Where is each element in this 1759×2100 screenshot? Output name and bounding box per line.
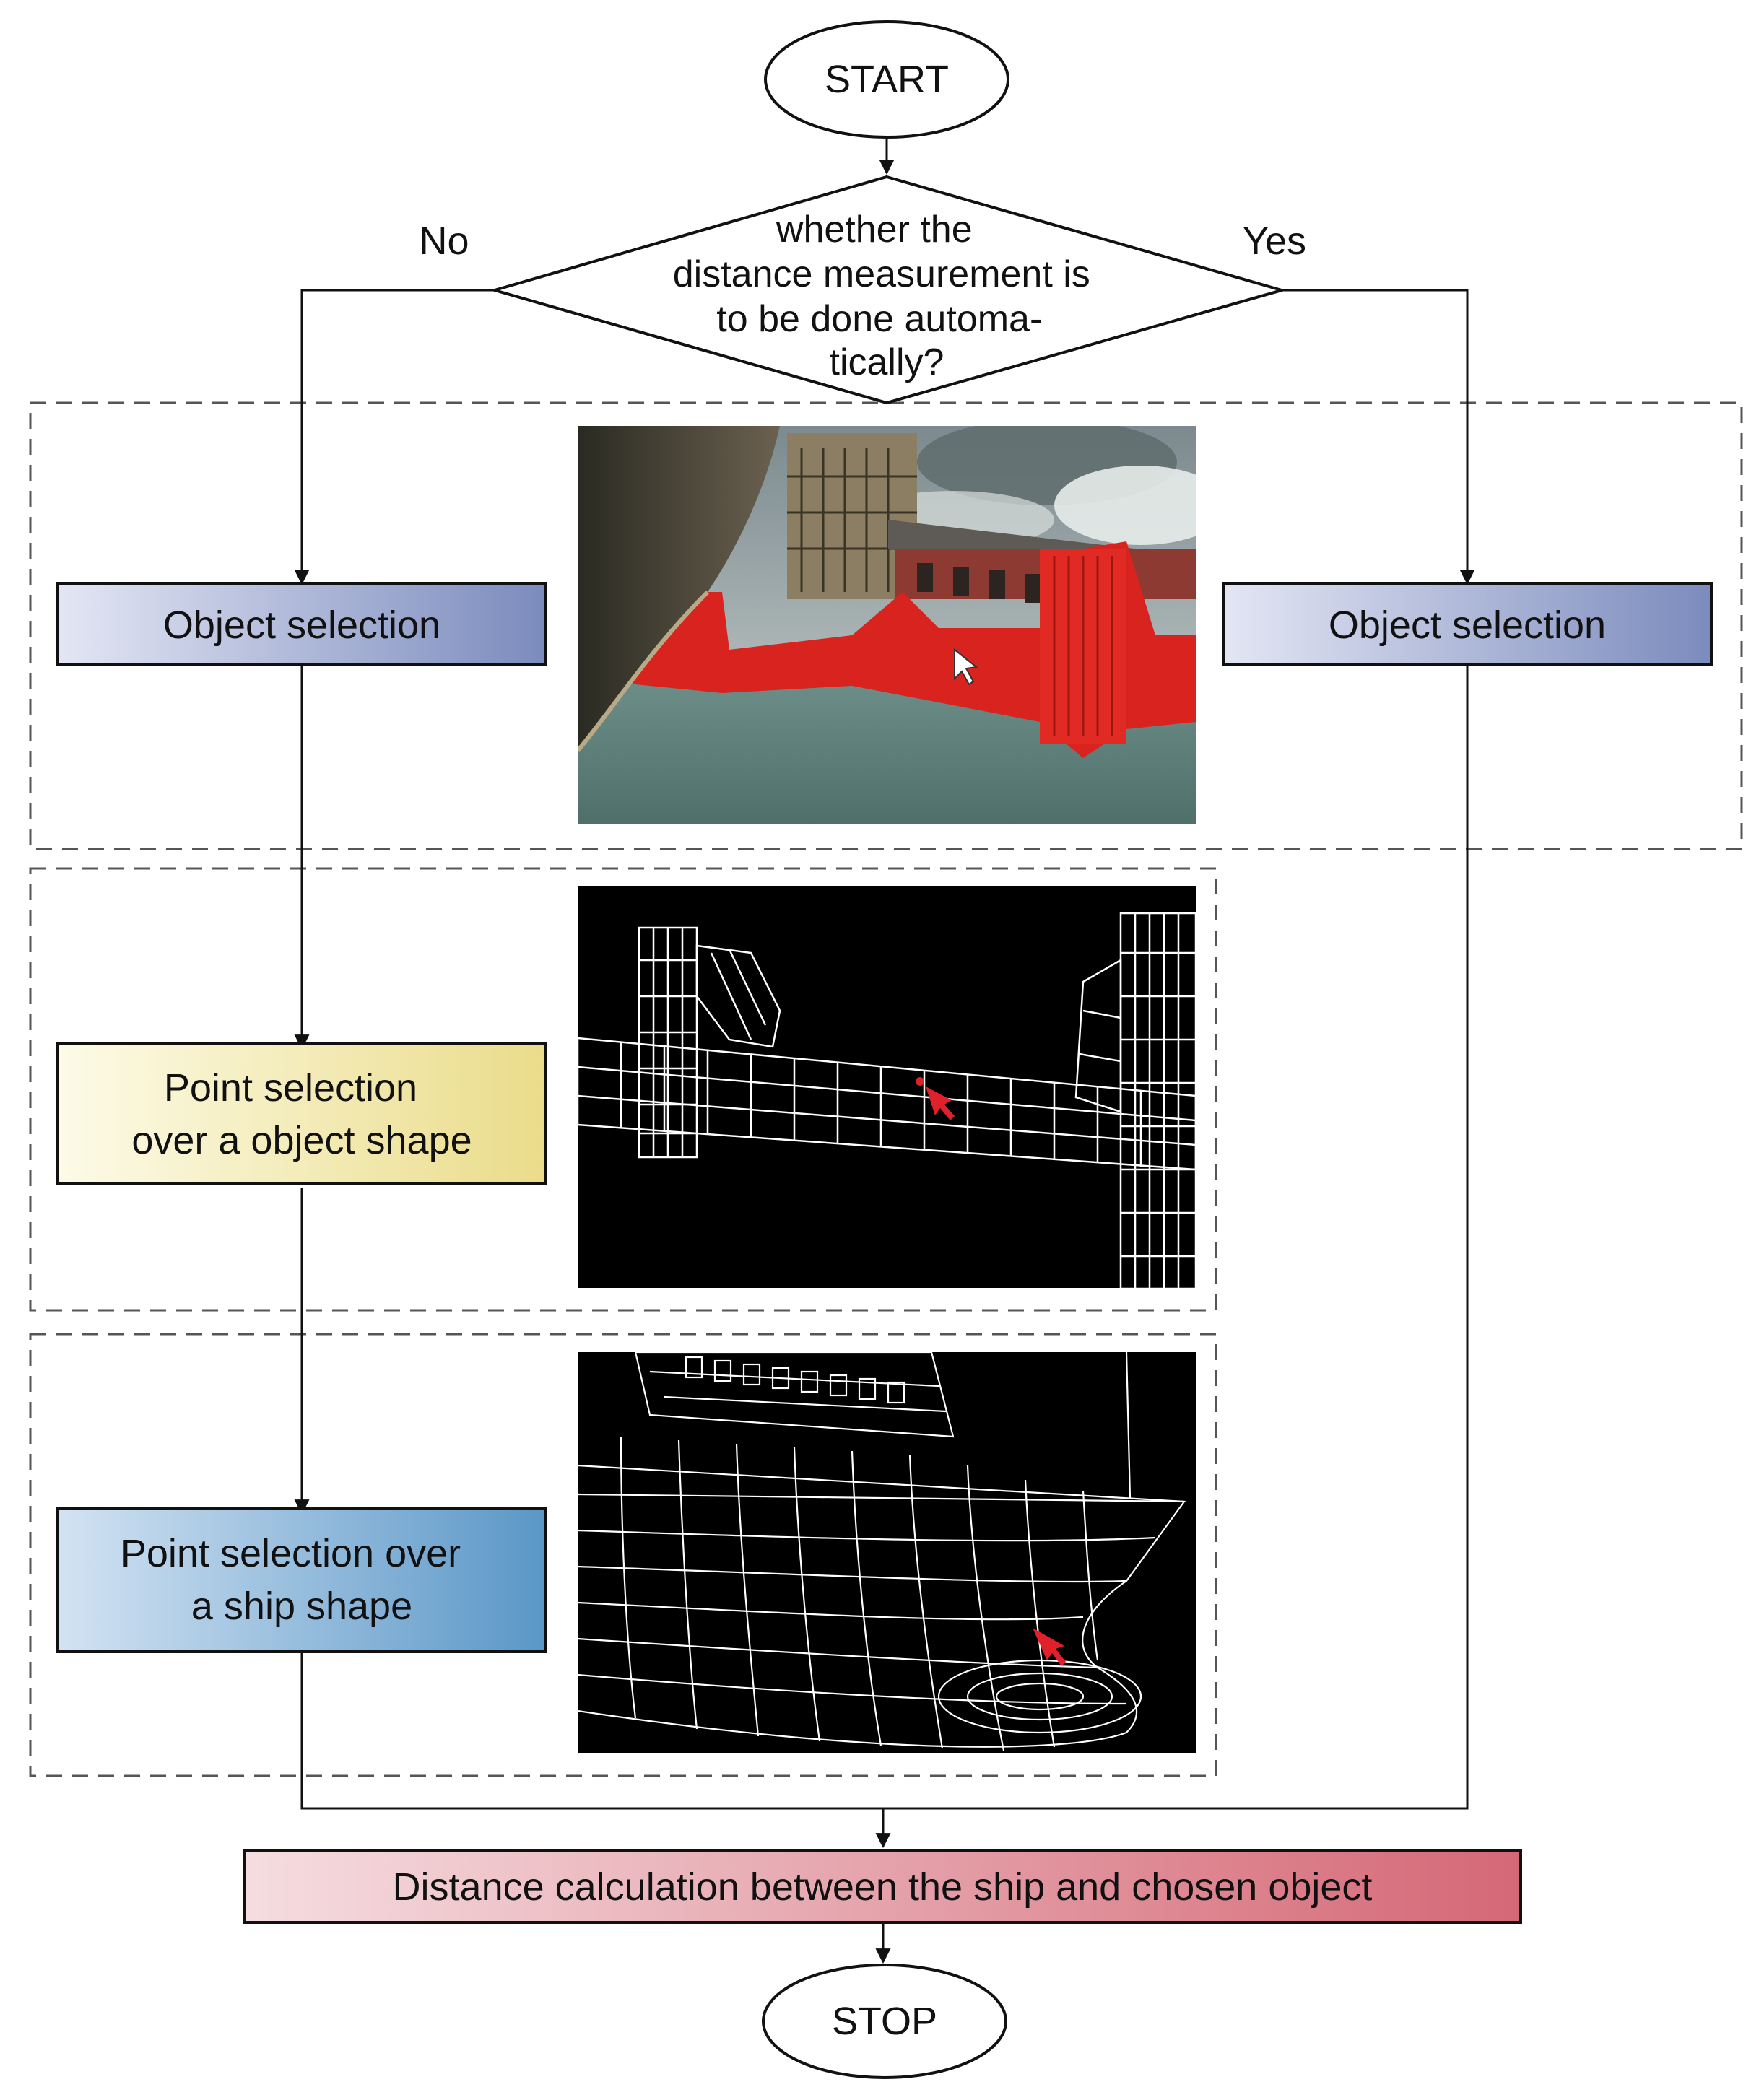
no-branch-label: No <box>419 219 469 263</box>
group-frame-object-selection <box>29 401 1743 850</box>
yes-branch-label: Yes <box>1243 219 1306 263</box>
decision-line-2: distance measurement is <box>673 253 1090 295</box>
manual-object-selection-box: Object selection <box>56 582 547 666</box>
point-ship-selection-label: Point selection over a ship shape <box>121 1532 472 1628</box>
stop-terminator: STOP <box>762 1964 1007 2079</box>
start-label: START <box>825 58 949 101</box>
point-object-selection-box: Point selection over a object shape <box>56 1042 547 1185</box>
group-frame-point-object <box>29 867 1217 1312</box>
decision-line-3: to be done automa- <box>716 298 1042 340</box>
decision-line-1: whether the <box>776 209 973 250</box>
auto-object-selection-box: Object selection <box>1222 582 1713 666</box>
decision-line-4: tically? <box>830 341 944 383</box>
distance-calculation-box: Distance calculation between the ship an… <box>243 1849 1522 1924</box>
object-wireframe-image <box>578 886 1196 1288</box>
connector-auto-to-merge <box>883 664 1469 1810</box>
connector-pointship-to-merge <box>300 1653 883 1810</box>
decision-text: whether the distance measurement is to b… <box>673 209 1101 383</box>
manual-object-selection-label: Object selection <box>163 604 440 647</box>
scene-render-image <box>578 426 1196 824</box>
connector-no-branch <box>294 289 495 585</box>
ship-wireframe-image <box>578 1352 1196 1753</box>
connectors <box>294 139 1475 1964</box>
auto-object-selection-label: Object selection <box>1329 604 1606 647</box>
group-frame-point-ship <box>29 1333 1217 1777</box>
start-terminator: START <box>764 20 1009 139</box>
point-object-selection-label: Point selection over a object shape <box>131 1066 472 1162</box>
distance-calculation-label: Distance calculation between the ship an… <box>393 1865 1373 1909</box>
point-ship-selection-box: Point selection over a ship shape <box>56 1507 547 1653</box>
stop-label: STOP <box>832 2000 937 2043</box>
connector-yes-branch <box>1282 289 1475 585</box>
decision-diamond: whether the distance measurement is to b… <box>489 175 1287 405</box>
